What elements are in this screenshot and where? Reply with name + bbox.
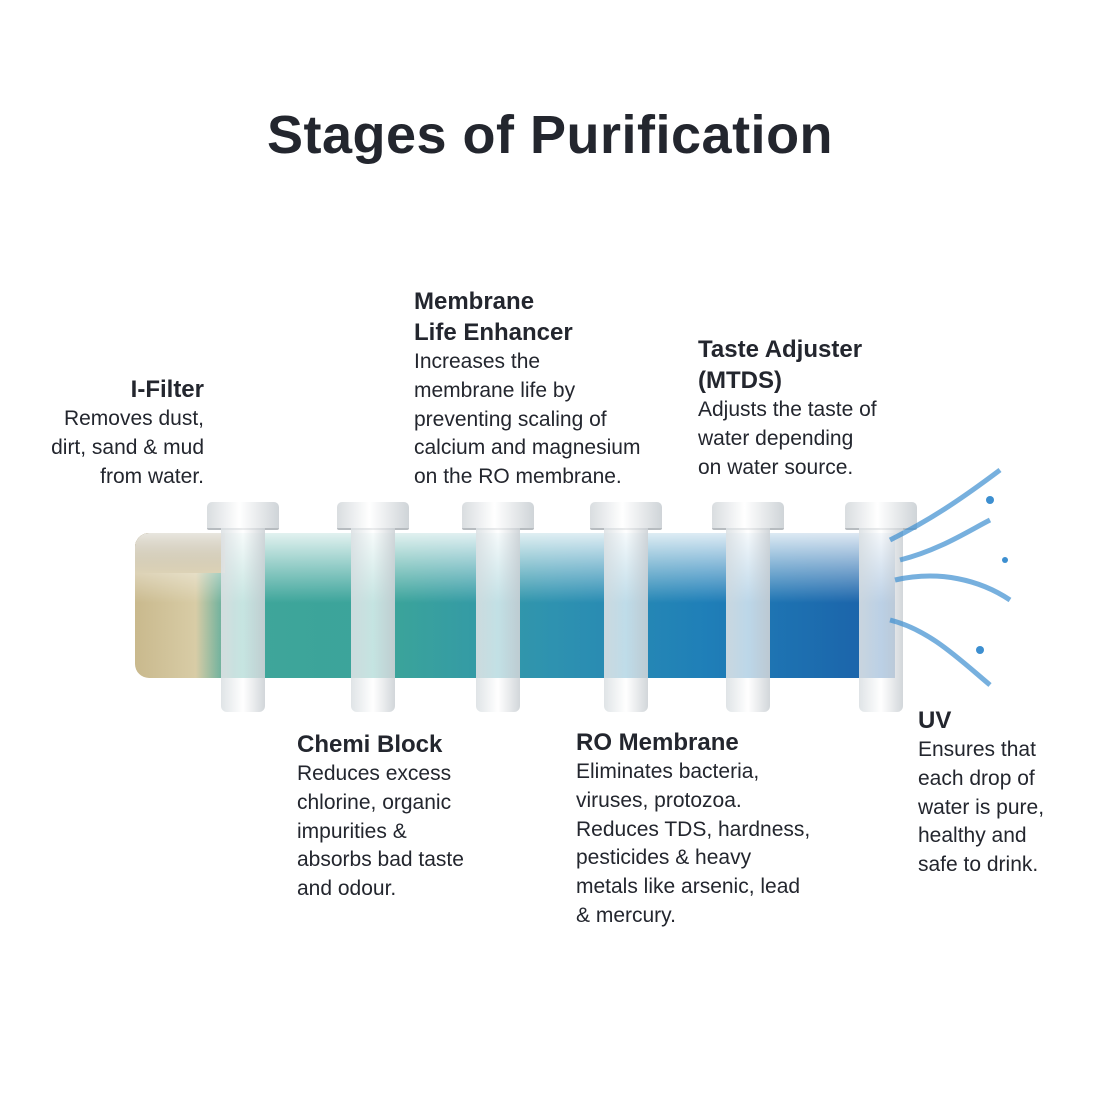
stage-description: Adjusts the taste of water depending on … — [698, 398, 877, 479]
filter-housing-chemi-block — [337, 502, 409, 712]
stage-membrane-life-enhancer: Membrane Life Enhancer Increases the mem… — [414, 286, 640, 492]
stage-title: Membrane Life Enhancer — [414, 288, 573, 346]
stage-uv: UV Ensures that each drop of water is pu… — [918, 705, 1044, 880]
stage-title: I-Filter — [130, 376, 204, 403]
stage-ro-membrane: RO Membrane Eliminates bacteria, viruses… — [576, 727, 810, 931]
stage-description: Eliminates bacteria, viruses, protozoa. … — [576, 760, 811, 927]
page-title: Stages of Purification — [266, 105, 834, 165]
stage-description: Ensures that each drop of water is pure,… — [918, 738, 1045, 877]
stage-title: Chemi Block — [297, 731, 443, 758]
stage-description: Reduces excess chlorine, organic impurit… — [297, 762, 464, 901]
stage-chemi-block: Chemi Block Reduces excess chlorine, org… — [297, 729, 464, 904]
stage-taste-adjuster: Taste Adjuster (MTDS) Adjusts the taste … — [698, 334, 877, 482]
stage-title: RO Membrane — [576, 729, 739, 756]
water-splash-icon — [888, 467, 1012, 687]
stage-title: UV — [918, 707, 952, 734]
stage-description: Removes dust, dirt, sand & mud from wate… — [51, 407, 204, 488]
filter-housing-i-filter — [207, 502, 279, 712]
filter-housing-ro-membrane — [590, 502, 662, 712]
stage-i-filter: I-Filter Removes dust, dirt, sand & mud … — [51, 374, 204, 491]
stage-title: Taste Adjuster (MTDS) — [698, 336, 863, 394]
filter-housing-taste-adjuster — [712, 502, 784, 712]
stage-description: Increases the membrane life by preventin… — [414, 350, 641, 489]
filter-housing-membrane-life-enhancer — [462, 502, 534, 712]
